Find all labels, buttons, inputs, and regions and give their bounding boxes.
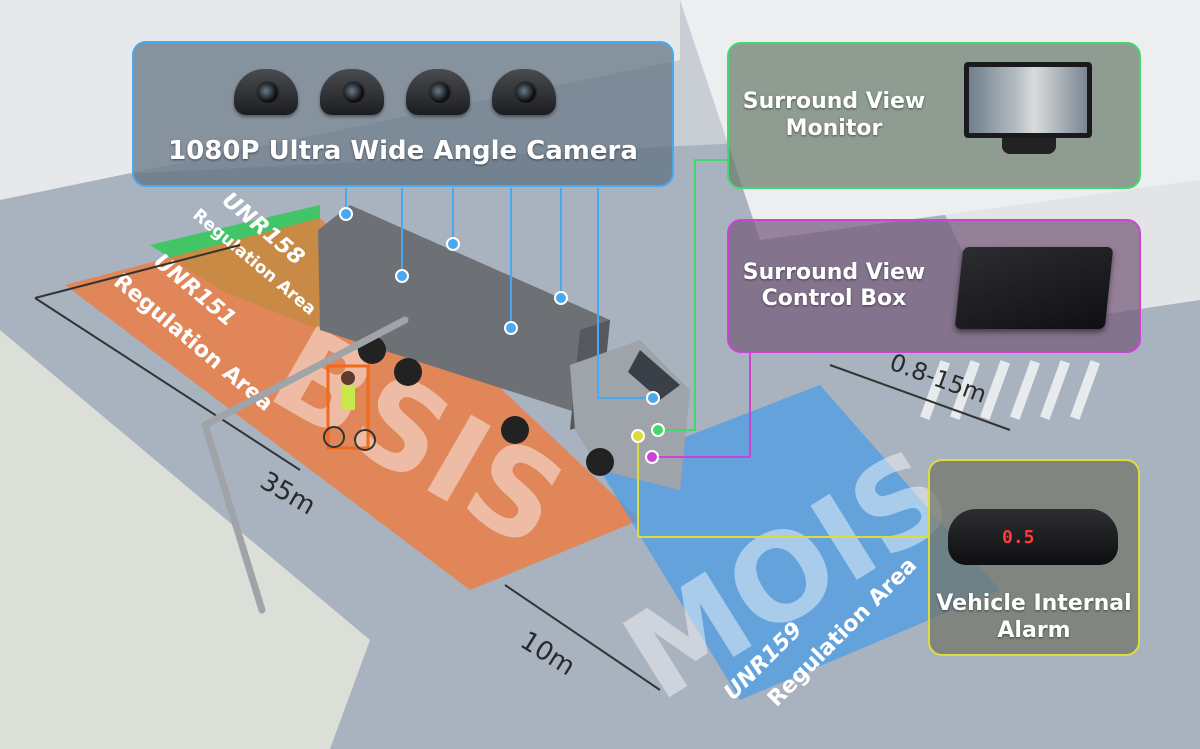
cyclist-head xyxy=(341,371,355,385)
camera-points xyxy=(339,207,660,405)
control-callout: Surround View Control Box xyxy=(727,219,1141,353)
truck-wheel xyxy=(586,448,614,476)
unr159-area xyxy=(600,385,1000,700)
camera-icon xyxy=(406,69,470,115)
crosswalk xyxy=(920,360,1100,420)
monitor-callout-title: Surround View Monitor xyxy=(742,89,926,141)
truck-trailer-side xyxy=(318,205,610,420)
camera-icon xyxy=(320,69,384,115)
alarm-point xyxy=(631,429,645,443)
camera-icon xyxy=(234,69,298,115)
truck-windshield xyxy=(628,350,680,400)
alarm-callout-title: Vehicle Internal Alarm xyxy=(936,591,1132,643)
sidewalk-left xyxy=(0,330,370,749)
streetlight xyxy=(201,316,409,614)
alarm-display: 0.5 xyxy=(1002,527,1035,548)
camera-icons xyxy=(234,69,556,115)
control-box-icon xyxy=(954,247,1114,329)
control-connector xyxy=(652,353,751,458)
camera-callout-title: 1080P Ultra Wide Angle Camera xyxy=(168,135,638,166)
alarm-connector xyxy=(637,436,928,538)
monitor-connector xyxy=(658,159,727,431)
control-point xyxy=(645,450,659,464)
truck-wheel xyxy=(394,358,422,386)
camera-icon xyxy=(492,69,556,115)
cyclist-detection-box xyxy=(326,364,370,450)
bike-wheel xyxy=(323,426,345,448)
camera-callout: 1080P Ultra Wide Angle Camera xyxy=(132,41,674,187)
bike-wheel xyxy=(354,429,376,451)
truck-wheel xyxy=(501,416,529,444)
monitor-icon xyxy=(964,62,1094,157)
control-callout-title: Surround View Control Box xyxy=(742,259,926,311)
cyclist-body xyxy=(341,386,355,410)
camera-connectors xyxy=(345,188,653,399)
alarm-icon: 0.5 xyxy=(948,509,1118,565)
dimension-lines xyxy=(34,244,1011,691)
monitor-point xyxy=(651,423,665,437)
monitor-callout: Surround View Monitor xyxy=(727,42,1141,189)
alarm-callout: 0.5 Vehicle Internal Alarm xyxy=(928,459,1140,656)
